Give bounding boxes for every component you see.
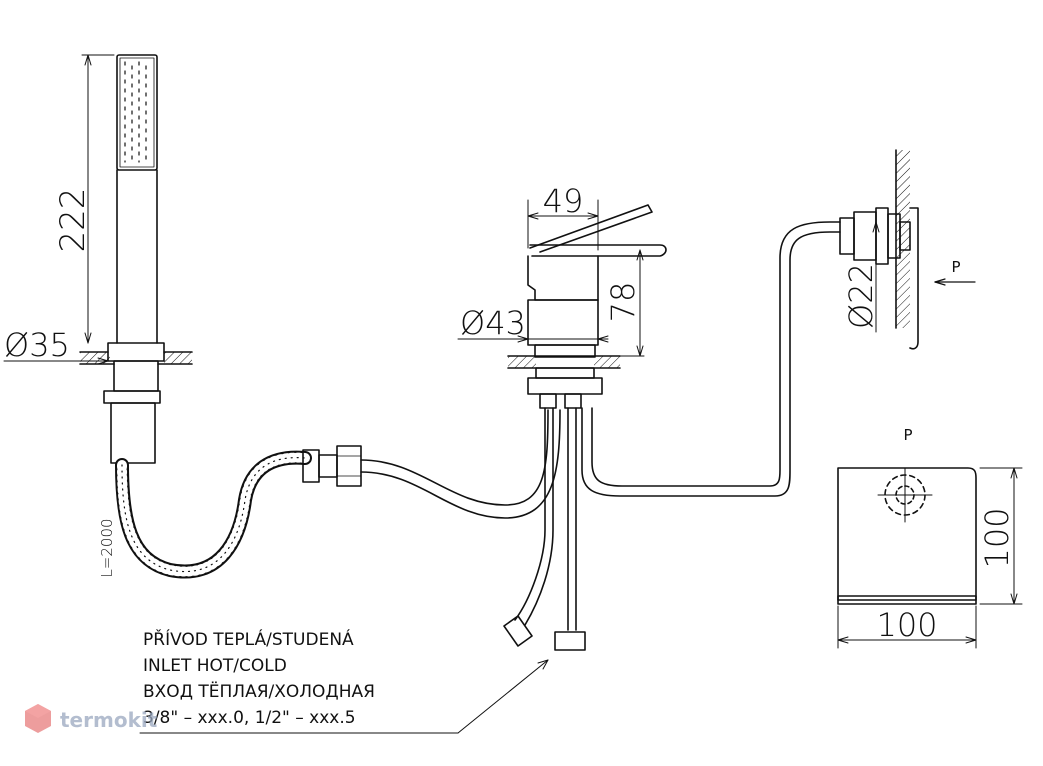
view-arrow-p — [934, 278, 976, 286]
inlet-note-cz: PŘÍVOD TEPLÁ/STUDENÁ — [143, 628, 354, 650]
dim-78-label: 78 — [604, 282, 642, 323]
inlet-note-en: INLET HOT/COLD — [143, 656, 287, 676]
dim-d43-label: Ø43 — [460, 304, 526, 342]
dimension-plate-width — [837, 605, 977, 649]
watermark-text: termokit — [60, 708, 158, 732]
dimension-d22 — [872, 221, 880, 333]
watermark-logo: termokit — [25, 704, 158, 733]
dim-plate-width-label: 100 — [876, 606, 937, 644]
view-p-arrow-label: P — [951, 258, 960, 276]
dim-d22-label: Ø22 — [842, 263, 880, 329]
mixer-body — [507, 204, 667, 409]
inlet-note-ru: ВХОД ТЁПЛАЯ/ХОЛОДНАЯ — [143, 681, 375, 702]
inlet-note-thread: 3/8" – xxx.0, 1/2" – xxx.5 — [143, 708, 356, 728]
view-p-plate-label: P — [903, 426, 912, 444]
dimension-plate-height — [979, 467, 1023, 605]
dimension-49 — [527, 199, 599, 251]
plate-view — [837, 467, 977, 605]
wall-hose — [581, 221, 841, 497]
dimension-78 — [599, 249, 645, 357]
dim-hose-length-label: L=2000 — [98, 518, 116, 577]
dimension-d35 — [3, 357, 109, 365]
dim-49-label: 49 — [543, 182, 584, 220]
inlet-leader — [139, 659, 549, 734]
dim-222-label: 222 — [53, 188, 93, 253]
dim-plate-height-label: 100 — [978, 507, 1016, 568]
inlet-hoses — [503, 407, 586, 651]
hand-shower — [79, 54, 193, 464]
dimension-d43 — [457, 335, 609, 343]
dimension-222 — [81, 54, 115, 344]
dim-d35-label: Ø35 — [4, 326, 70, 364]
spiral-hose — [115, 409, 561, 579]
